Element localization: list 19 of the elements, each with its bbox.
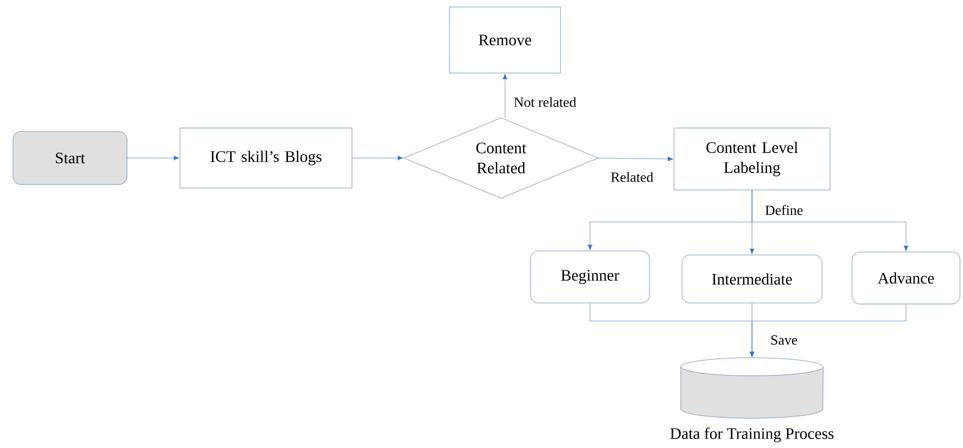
arrow — [750, 304, 906, 358]
arrow — [502, 74, 508, 118]
level-box: Beginner — [530, 250, 650, 304]
process-box: Remove — [449, 6, 561, 74]
arrow — [752, 190, 908, 252]
arrow — [598, 156, 674, 162]
process-box: ICT skill’s Blogs — [180, 128, 352, 188]
level-box: Intermediate — [682, 254, 822, 304]
edge-label: Define — [764, 204, 804, 216]
database-cylinder: Data for Training Process — [670, 358, 834, 442]
node-label: Data for Training Process — [670, 428, 834, 442]
edge-label: Save — [769, 334, 799, 346]
edge-label: Related — [610, 171, 654, 183]
start-terminal: Start — [12, 131, 128, 185]
process-box: Content Level Labeling — [674, 128, 830, 190]
arrow — [352, 156, 404, 160]
arrow — [127, 156, 180, 160]
level-box: Advance — [852, 252, 960, 304]
edge-label: Not related — [512, 96, 578, 108]
